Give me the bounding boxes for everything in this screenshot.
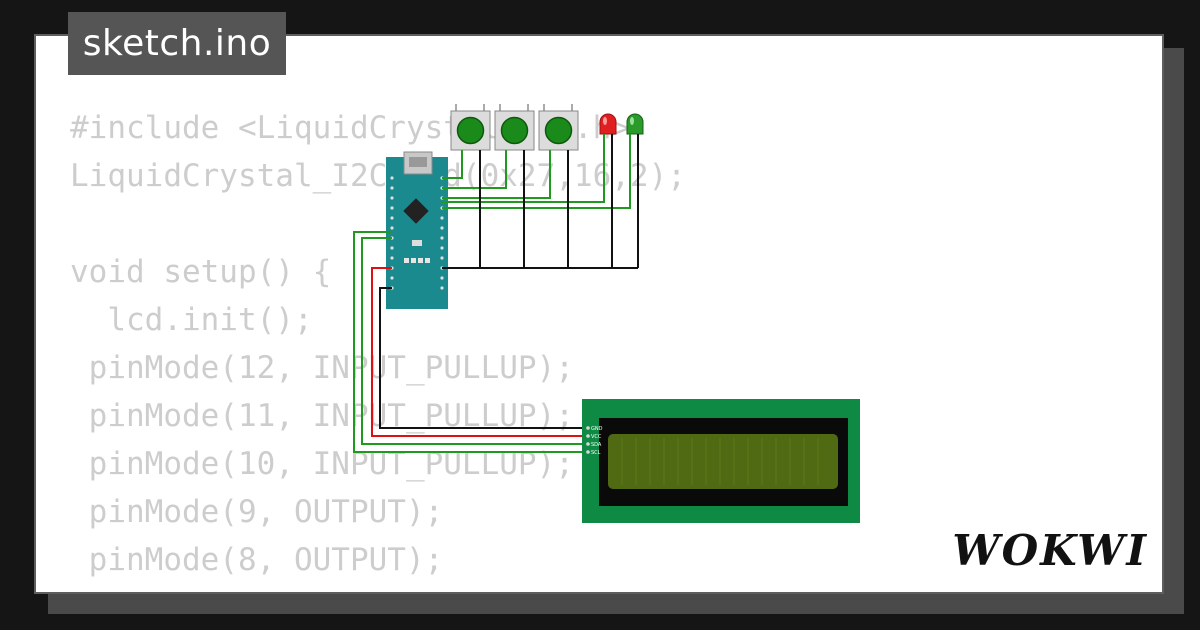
lcd-pin-scl: SCL — [591, 450, 601, 456]
lcd-pin-vcc: VCC — [591, 434, 602, 440]
file-title: sketch.ino — [68, 12, 286, 75]
code-line: pinMode(12, INPUT_PULLUP); — [70, 350, 574, 386]
red-led[interactable] — [599, 113, 617, 135]
code-line: void setup() { — [70, 254, 332, 290]
push-button-1[interactable] — [450, 104, 491, 151]
lcd-pin-sda: SDA — [591, 442, 602, 448]
push-button-3[interactable] — [538, 104, 579, 151]
lcd-display[interactable]: GND VCC SDA SCL — [582, 399, 860, 523]
arduino-nano[interactable] — [386, 151, 448, 309]
wires — [353, 134, 639, 453]
code-line: pinMode(9, OUTPUT); — [70, 494, 444, 530]
push-button-2[interactable] — [494, 104, 535, 151]
green-led[interactable] — [626, 113, 644, 135]
code-line: LiquidCrystal_I2C lcd(0x27,16,2); — [70, 158, 686, 194]
wokwi-logo: WOKWI — [952, 526, 1148, 575]
lcd-pin-gnd: GND — [591, 426, 603, 432]
code-line: lcd.init(); — [70, 302, 313, 338]
code-line: pinMode(8, OUTPUT); — [70, 542, 444, 578]
